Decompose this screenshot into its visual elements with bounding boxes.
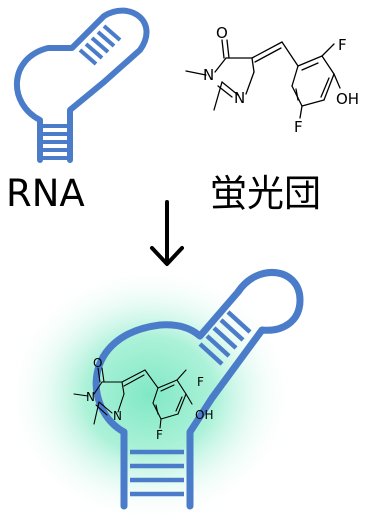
bound-oxygen-atom-label: O bbox=[93, 356, 102, 370]
hairpin-base-pairs-stem bbox=[43, 124, 67, 160]
bound-fluorine-atom-label-bottom: F bbox=[156, 428, 163, 442]
aptamer-base-pairs-stem bbox=[130, 449, 184, 497]
aptamer-base-pairs-loop bbox=[198, 310, 252, 366]
bound-fluorine-atom-label-top: F bbox=[197, 375, 204, 389]
fluorine-atom-label-bottom: F bbox=[294, 118, 303, 136]
rna-aptamer-icon bbox=[92, 268, 304, 510]
bound-nitrogen-atom-label-3: N bbox=[113, 409, 122, 423]
nitrogen-atom-label-1: N bbox=[203, 66, 214, 84]
bound-nitrogen-atom-label-1: N bbox=[86, 390, 95, 404]
hairpin-base-pairs-loop bbox=[78, 24, 122, 66]
down-arrow-icon bbox=[150, 200, 184, 266]
fluorine-atom-label-top: F bbox=[338, 36, 347, 54]
hydroxyl-group-label: OH bbox=[336, 90, 359, 108]
rna-hairpin-strand bbox=[14, 7, 150, 163]
nitrogen-atom-label-3: N bbox=[234, 89, 245, 107]
rna-label: RNA bbox=[6, 172, 85, 215]
rna-aptamer-strand bbox=[92, 268, 304, 510]
fluorophore-structure: O N N F OH F bbox=[185, 24, 359, 136]
fluorescence-glow bbox=[5, 265, 295, 520]
rna-hairpin-icon bbox=[14, 7, 150, 163]
fluorophore-label: 蛍光団 bbox=[210, 172, 321, 215]
oxygen-atom-label: O bbox=[216, 24, 228, 42]
bound-fluorophore-structure: O N N F OH F bbox=[73, 356, 213, 442]
bound-hydroxyl-group-label: OH bbox=[195, 408, 213, 422]
